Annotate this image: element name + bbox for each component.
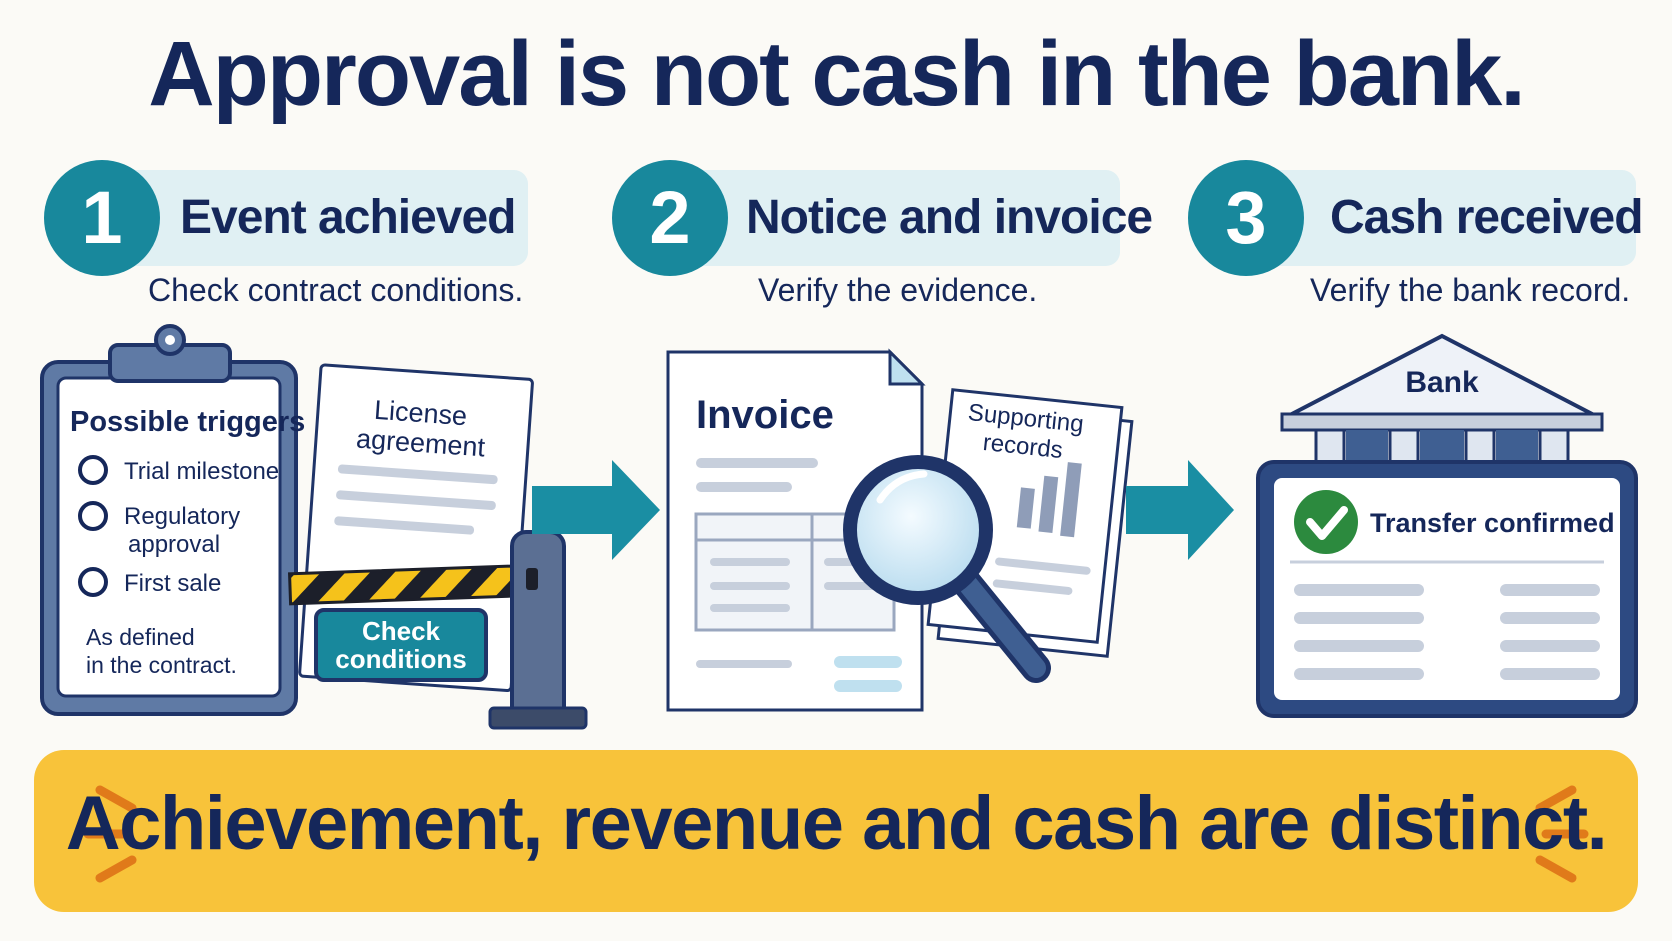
trigger-item: Trial milestone — [124, 458, 279, 485]
trigger-radio-icon — [78, 567, 108, 597]
step-3-number-badge: 3 — [1188, 160, 1304, 276]
barrier-gate-icon — [287, 530, 588, 730]
license-doc-line: License — [373, 395, 468, 431]
clipboard-icon — [40, 324, 298, 716]
checkmark-icon — [1294, 490, 1358, 554]
arrow-right-icon — [532, 460, 660, 560]
step-3-title: Cash received — [1330, 191, 1644, 244]
step-2-header — [660, 170, 1120, 266]
arrow-right-icon — [1126, 460, 1234, 560]
trigger-item: approval — [128, 531, 220, 558]
invoice-title: Invoice — [696, 393, 834, 437]
clipboard-note: As defined — [86, 624, 195, 650]
step-1-subtitle: Check contract conditions. — [148, 272, 524, 308]
step-1-number-badge: 1 — [44, 160, 160, 276]
trigger-radio-icon — [78, 501, 108, 531]
step-2-subtitle: Verify the evidence. — [758, 272, 1038, 308]
step-1-title: Event achieved — [180, 191, 516, 244]
step-1-header — [92, 170, 528, 266]
gate-sign-line: Check — [362, 616, 441, 646]
transfer-status: Transfer confirmed — [1370, 508, 1615, 538]
trigger-item: First sale — [124, 570, 221, 597]
magnifier-icon — [843, 455, 1051, 683]
gate-sign-line: conditions — [335, 644, 466, 674]
sparkle-left-icon — [83, 785, 137, 883]
step-3-subtitle: Verify the bank record. — [1310, 272, 1631, 308]
conclusion-banner — [34, 750, 1638, 912]
trigger-item: Regulatory — [124, 503, 240, 530]
clipboard-heading: Possible triggers — [70, 406, 305, 438]
page-title: Approval is not cash in the bank. — [148, 23, 1526, 125]
step-2-number-badge: 2 — [612, 160, 728, 276]
step-2-title: Notice and invoice — [746, 191, 1153, 244]
trigger-radio-icon — [78, 455, 108, 485]
sparkle-right-icon — [1535, 785, 1589, 883]
banner-text: Achievement, revenue and cash are distin… — [65, 781, 1608, 866]
clipboard-note: in the contract. — [86, 652, 237, 678]
bank-label: Bank — [1405, 366, 1479, 399]
